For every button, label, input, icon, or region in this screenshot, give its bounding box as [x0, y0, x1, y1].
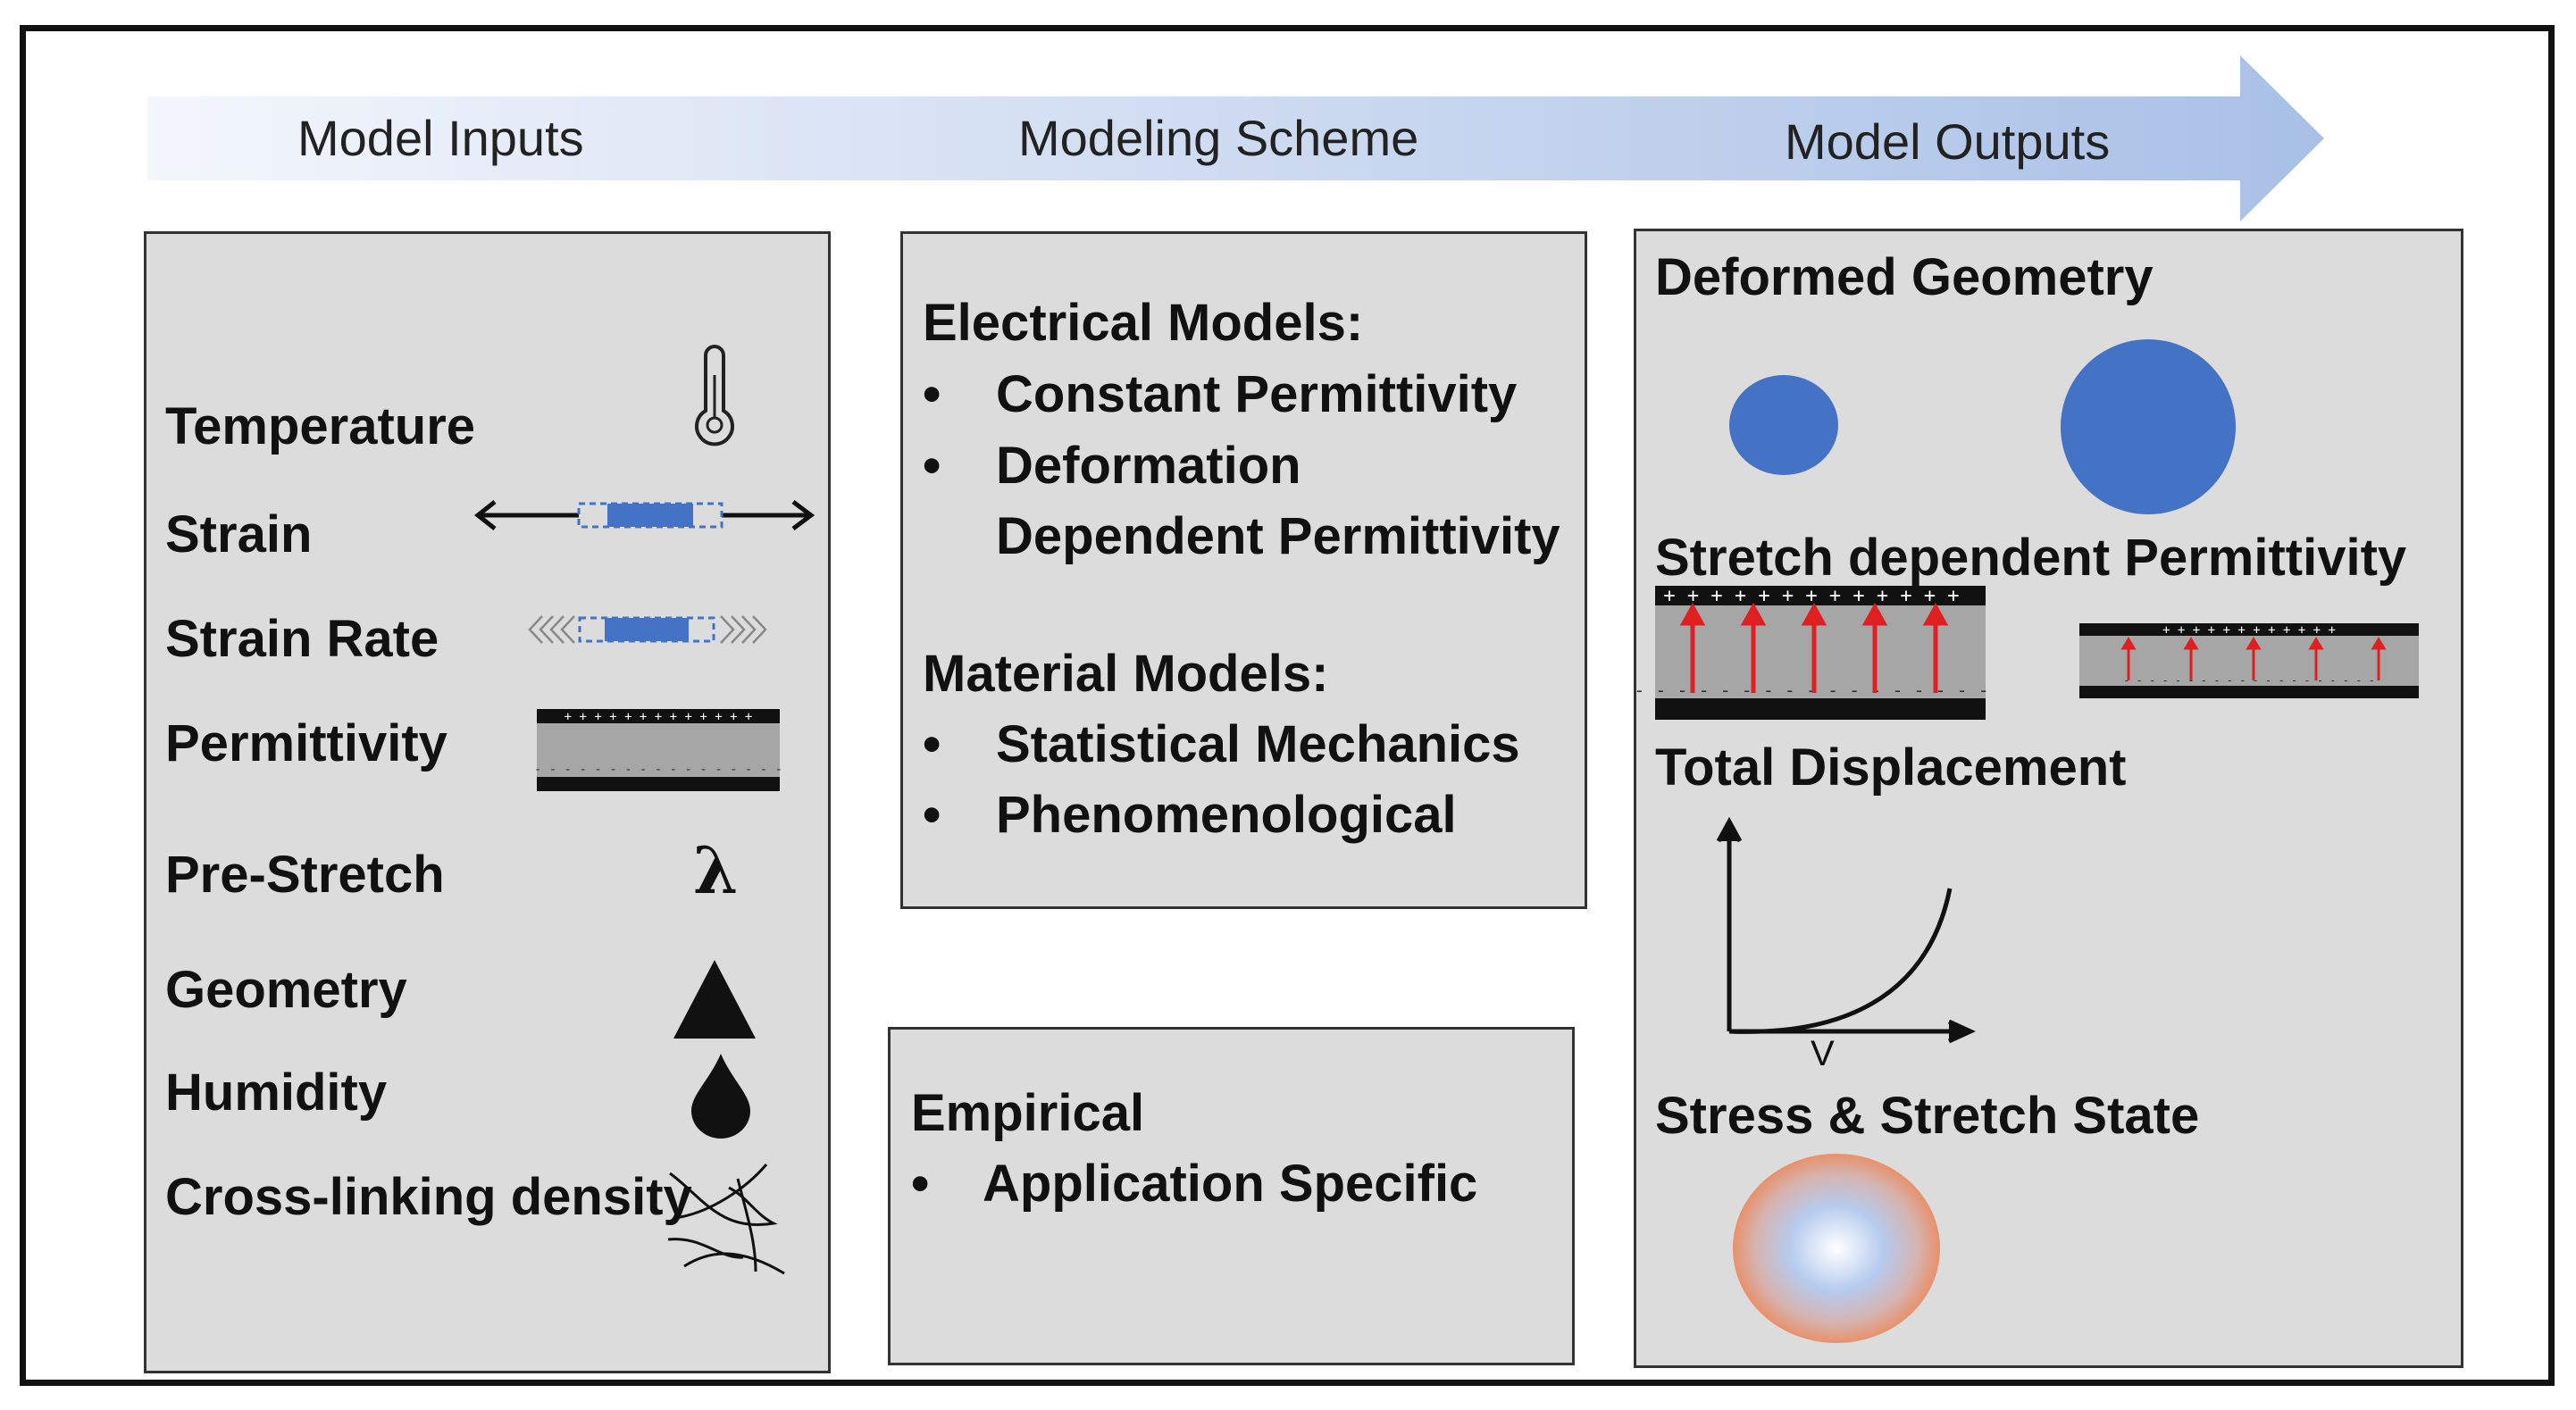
material-item-phenomenological: Phenomenological	[996, 786, 1457, 844]
svg-text:- - - - - - - - - - - - - - -: - - - - - - - - - - - - - - - - -	[534, 763, 782, 777]
output-stress-stretch-state: Stress & Stretch State	[1655, 1087, 2200, 1145]
svg-text:- - - - - - - - - - - - - - -: - - - - - - - - - - - - - - - - - - - -	[2123, 674, 2375, 687]
small-circle-icon	[1729, 375, 1838, 475]
svg-text:+ + + + + + + + + + + + +: + + + + + + + + + + + + +	[565, 710, 753, 724]
empirical-title: Empirical	[911, 1084, 1145, 1142]
input-label-permittivity: Permittivity	[165, 714, 447, 772]
bullet: •	[923, 786, 941, 844]
crosslink-icon	[667, 1164, 785, 1275]
bullet: •	[911, 1155, 930, 1213]
output-deformed-geometry: Deformed Geometry	[1655, 248, 2154, 306]
electrical-models-title: Electrical Models:	[923, 294, 1364, 352]
header-model-outputs: Model Outputs	[1785, 113, 2111, 170]
input-label-cross-linking-density: Cross-linking density	[165, 1168, 692, 1226]
large-circle-icon	[2061, 339, 2236, 514]
electrical-item-deformation: Deformation	[996, 437, 1301, 495]
displacement-graph-icon	[1716, 816, 1977, 1044]
input-label-strain: Strain	[165, 505, 313, 563]
output-stretch-dependent-permittivity: Stretch dependent Permittivity	[1655, 529, 2407, 587]
svg-text:+ + + + + + + + + + + + +: + + + + + + + + + + + + +	[1663, 585, 1959, 607]
strain-rate-icon	[528, 615, 767, 644]
physics-models-panel	[900, 231, 1587, 909]
svg-text:+ + + + + + + + + + + +: + + + + + + + + + + + +	[2162, 623, 2336, 638]
thermometer-icon	[695, 345, 734, 446]
empirical-panel	[888, 1027, 1575, 1365]
electrical-item-constant: Constant Permittivity	[996, 365, 1518, 423]
header-modeling-scheme: Modeling Scheme	[1018, 110, 1419, 166]
bullet: •	[923, 715, 941, 773]
lambda-icon: λ	[693, 832, 739, 908]
model-inputs-panel	[144, 231, 831, 1373]
triangle-icon	[673, 960, 756, 1039]
capacitor-icon: + + + + + + + + + + + + + - - - - - - - …	[534, 709, 782, 791]
droplet-icon	[691, 1054, 750, 1139]
header-model-inputs: Model Inputs	[297, 110, 584, 166]
capacitor-thin-icon: + + + + + + + + + + + + - - - - - - - - …	[2079, 623, 2419, 698]
input-label-geometry: Geometry	[165, 961, 407, 1019]
strain-icon	[473, 500, 815, 530]
material-models-title: Material Models:	[923, 645, 1329, 703]
process-arrow	[147, 55, 2324, 221]
empirical-item-application: Application Specific	[983, 1155, 1478, 1213]
electrical-item-dependent: Dependent Permittivity	[996, 507, 1560, 565]
material-item-statistical: Statistical Mechanics	[996, 715, 1520, 773]
capacitor-thick-icon: + + + + + + + + + + + + + - - - - - - - …	[1634, 585, 1989, 720]
input-label-pre-stretch: Pre-Stretch	[165, 846, 445, 904]
input-label-strain-rate: Strain Rate	[165, 610, 439, 668]
output-total-displacement: Total Displacement	[1655, 738, 2127, 797]
stress-state-circle-icon	[1733, 1154, 1940, 1343]
input-label-humidity: Humidity	[165, 1064, 388, 1122]
bullet: •	[923, 437, 941, 495]
input-label-temperature: Temperature	[165, 397, 476, 455]
bullet: •	[923, 365, 941, 423]
graph-x-label: V	[1811, 1034, 1835, 1073]
